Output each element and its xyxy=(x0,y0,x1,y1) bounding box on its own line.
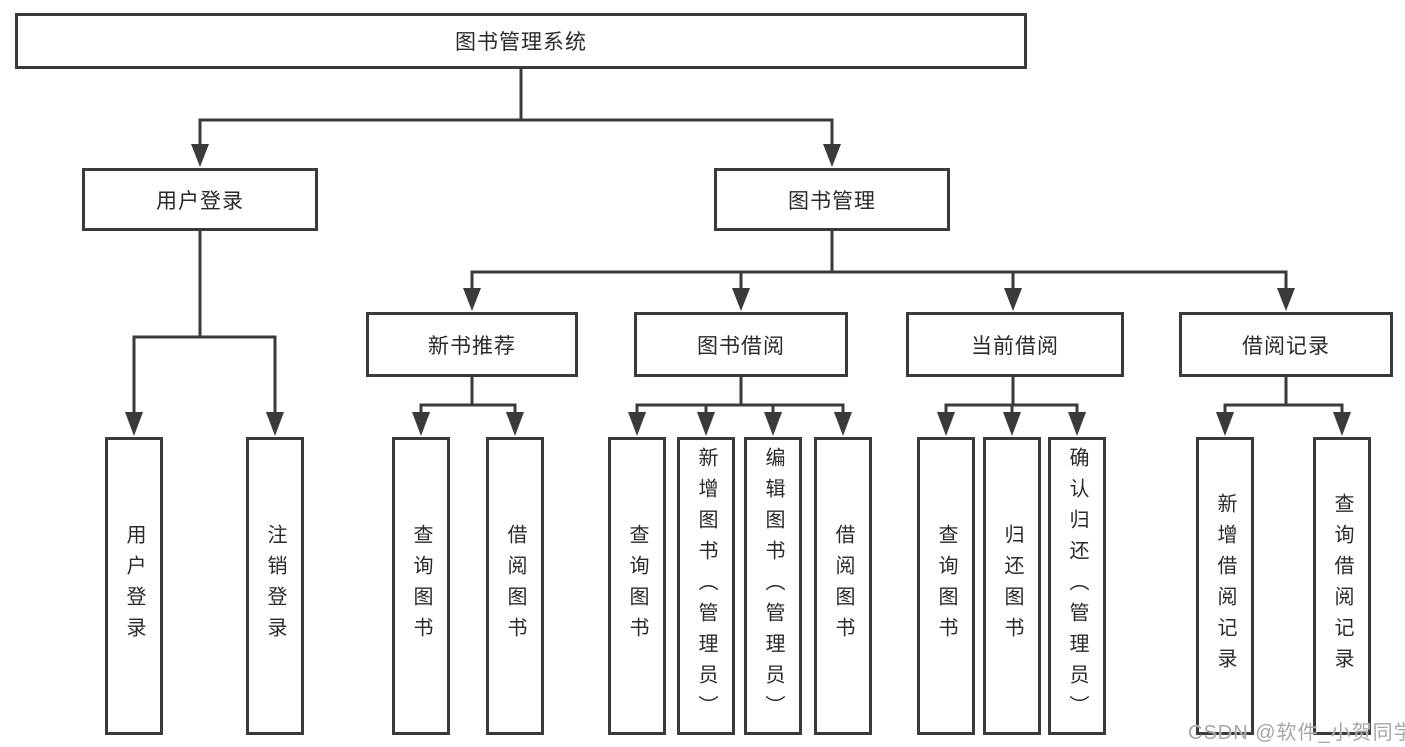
leaf-query-books-recommend: 查询图书 xyxy=(392,437,450,735)
edge-borrow-to-leaves xyxy=(628,377,852,436)
leaf-logout: 注销登录 xyxy=(246,437,304,735)
node-borrow-records: 借阅记录 xyxy=(1179,312,1393,377)
leaf-add-book-admin: 新增图书（管理员） xyxy=(677,437,735,735)
leaf-query-borrow-record-label: 查询借阅记录 xyxy=(1331,493,1353,679)
leaf-confirm-return-admin: 确认归还（管理员） xyxy=(1048,437,1106,735)
leaf-user-login: 用户登录 xyxy=(105,437,163,735)
leaf-borrow-books-borrowing: 借阅图书 xyxy=(814,437,872,735)
csdn-watermark: CSDN @软件_小贺同学 xyxy=(1188,722,1405,744)
node-new-book-recommend: 新书推荐 xyxy=(366,312,578,377)
leaf-add-book-admin-label: 新增图书（管理员） xyxy=(695,446,717,726)
edge-current-to-leaves xyxy=(937,377,1086,436)
edge-root-to-level2 xyxy=(191,69,841,167)
edge-new-rec-to-leaves xyxy=(412,377,524,436)
leaf-query-books-borrowing-label: 查询图书 xyxy=(626,524,648,648)
node-book-borrowing: 图书借阅 xyxy=(634,312,848,377)
leaf-query-borrow-record: 查询借阅记录 xyxy=(1313,437,1371,735)
leaf-query-books-borrowing: 查询图书 xyxy=(608,437,666,735)
leaf-query-books-recommend-label: 查询图书 xyxy=(410,524,432,648)
leaf-user-login-label: 用户登录 xyxy=(123,524,145,648)
leaf-borrow-books-recommend-label: 借阅图书 xyxy=(504,524,526,648)
edge-records-to-leaves xyxy=(1216,377,1351,436)
edge-user-login-to-leaves xyxy=(125,231,284,436)
leaf-confirm-return-admin-label: 确认归还（管理员） xyxy=(1066,446,1088,726)
leaf-borrow-books-recommend: 借阅图书 xyxy=(486,437,544,735)
leaf-edit-book-admin-label: 编辑图书（管理员） xyxy=(762,446,784,726)
leaf-query-books-current: 查询图书 xyxy=(917,437,975,735)
leaf-borrow-books-borrowing-label: 借阅图书 xyxy=(832,524,854,648)
node-user-login: 用户登录 xyxy=(82,168,318,231)
leaf-return-books-label: 归还图书 xyxy=(1001,524,1023,648)
node-book-management: 图书管理 xyxy=(714,168,950,231)
node-current-borrowing: 当前借阅 xyxy=(906,312,1124,377)
edge-book-mgmt-to-level3 xyxy=(463,231,1295,311)
leaf-logout-label: 注销登录 xyxy=(264,524,286,648)
node-root-system: 图书管理系统 xyxy=(15,13,1027,69)
leaf-add-borrow-record: 新增借阅记录 xyxy=(1196,437,1254,735)
leaf-add-borrow-record-label: 新增借阅记录 xyxy=(1214,493,1236,679)
leaf-query-books-current-label: 查询图书 xyxy=(935,524,957,648)
leaf-return-books: 归还图书 xyxy=(983,437,1041,735)
leaf-edit-book-admin: 编辑图书（管理员） xyxy=(744,437,802,735)
